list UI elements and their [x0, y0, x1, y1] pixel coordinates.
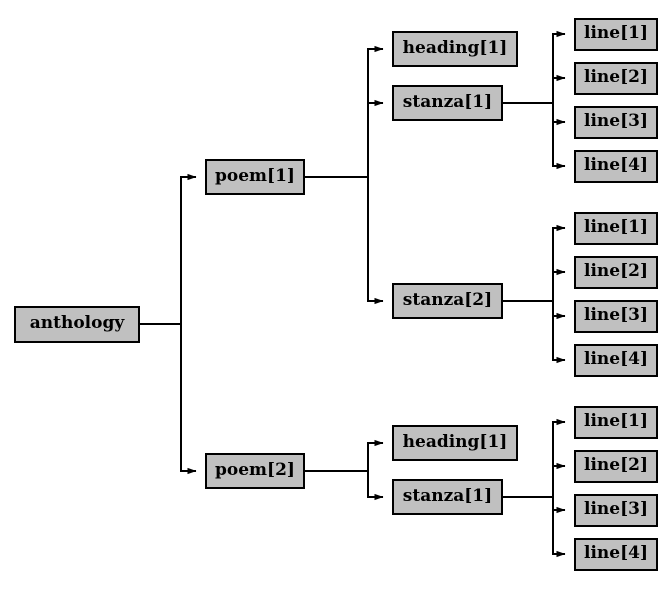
edge-p1-stanza1-to-s11-line2: [503, 74, 566, 104]
node-label: anthology: [29, 313, 125, 333]
node-s12-line2[interactable]: line[2]: [574, 256, 658, 289]
node-s12-line4[interactable]: line[4]: [574, 344, 658, 377]
node-s11-line2[interactable]: line[2]: [574, 62, 658, 95]
node-s11-line3[interactable]: line[3]: [574, 106, 658, 139]
edges-group: [140, 30, 566, 558]
node-s21-line4[interactable]: line[4]: [574, 538, 658, 571]
edge-poem2-to-p2-heading1: [305, 439, 384, 472]
node-label: line[4]: [583, 349, 648, 369]
node-s12-line3[interactable]: line[3]: [574, 300, 658, 333]
node-label: line[2]: [583, 261, 648, 281]
edge-poem1-to-p1-stanza1: [305, 99, 384, 178]
node-label: line[1]: [583, 23, 648, 43]
node-p1-stanza2[interactable]: stanza[2]: [392, 283, 503, 319]
node-label: poem[1]: [215, 165, 295, 186]
node-label: stanza[1]: [402, 485, 493, 506]
node-label: line[3]: [583, 111, 648, 131]
edge-p1-stanza1-to-s11-line4: [503, 102, 566, 170]
node-s21-line1[interactable]: line[1]: [574, 406, 658, 439]
edge-p2-stanza1-to-s21-line3: [503, 496, 566, 514]
edge-poem2-to-p2-stanza1: [305, 470, 384, 501]
edge-p1-stanza2-to-s12-line2: [503, 268, 566, 302]
node-label: line[3]: [583, 305, 648, 325]
node-label: line[3]: [583, 499, 648, 519]
edge-p2-stanza1-to-s21-line2: [503, 462, 566, 498]
node-label: line[2]: [583, 455, 648, 475]
node-anthology[interactable]: anthology: [14, 306, 140, 343]
node-label: line[2]: [583, 67, 648, 87]
node-poem2[interactable]: poem[2]: [205, 453, 305, 489]
node-s21-line2[interactable]: line[2]: [574, 450, 658, 483]
edge-p1-stanza2-to-s12-line1: [503, 224, 566, 302]
node-label: line[4]: [583, 543, 648, 563]
edge-p1-stanza1-to-s11-line3: [503, 102, 566, 126]
node-label: stanza[2]: [402, 289, 493, 310]
node-label: line[4]: [583, 155, 648, 175]
edge-poem1-to-p1-heading1: [305, 45, 384, 178]
edge-poem1-to-p1-stanza2: [305, 176, 384, 305]
node-p1-stanza1[interactable]: stanza[1]: [392, 85, 503, 121]
node-label: poem[2]: [215, 459, 295, 480]
node-s12-line1[interactable]: line[1]: [574, 212, 658, 245]
edge-anthology-to-poem1: [140, 173, 197, 325]
edge-p2-stanza1-to-s21-line4: [503, 496, 566, 558]
node-label: line[1]: [583, 217, 648, 237]
node-p2-heading1[interactable]: heading[1]: [392, 425, 518, 461]
node-s21-line3[interactable]: line[3]: [574, 494, 658, 527]
edge-p1-stanza2-to-s12-line3: [503, 300, 566, 320]
node-s11-line4[interactable]: line[4]: [574, 150, 658, 183]
node-label: heading[1]: [402, 431, 508, 452]
edge-anthology-to-poem2: [140, 323, 197, 475]
node-p2-stanza1[interactable]: stanza[1]: [392, 479, 503, 515]
node-p1-heading1[interactable]: heading[1]: [392, 31, 518, 67]
node-label: heading[1]: [402, 37, 508, 58]
node-label: stanza[1]: [402, 91, 493, 112]
node-poem1[interactable]: poem[1]: [205, 159, 305, 195]
node-s11-line1[interactable]: line[1]: [574, 18, 658, 51]
node-label: line[1]: [583, 411, 648, 431]
edge-p1-stanza2-to-s12-line4: [503, 300, 566, 364]
